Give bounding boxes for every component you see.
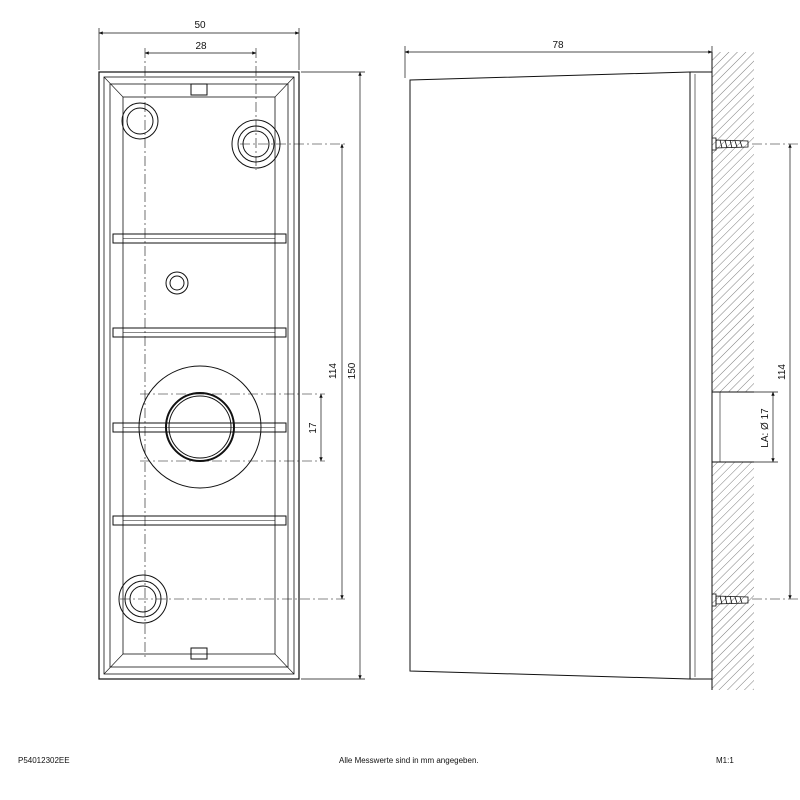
rib-3 [112, 422, 287, 433]
housing-frame-inner-1 [103, 76, 295, 675]
center-lines [120, 48, 345, 660]
boss-top-left [121, 102, 159, 140]
dim-label-la-17: LA: Ø 17 [760, 408, 771, 448]
bottom-tab [190, 647, 208, 660]
top-tab [190, 83, 208, 96]
cable-entry-hole [138, 365, 262, 489]
rib-2 [112, 327, 287, 338]
dim-label-114-side: 114 [777, 364, 788, 380]
small-boss [165, 271, 189, 295]
screw-bottom [711, 593, 749, 607]
dim-cable-entry [754, 391, 778, 463]
dim-label-50: 50 [194, 20, 206, 31]
article-number: P54012302EE [18, 756, 70, 765]
front-view [98, 28, 365, 680]
dim-label-150: 150 [347, 362, 358, 379]
rib-1 [112, 233, 287, 244]
dim-label-17: 17 [308, 422, 319, 434]
dim-depth-78 [404, 46, 713, 78]
dim-label-28: 28 [195, 41, 207, 52]
measurement-note: Alle Messwerte sind in mm angegeben. [339, 756, 479, 765]
dim-label-78: 78 [552, 40, 564, 51]
scale-label: M1:1 [716, 756, 734, 765]
wall-section [711, 52, 754, 690]
housing-cavity [122, 96, 276, 655]
dim-height-150 [301, 71, 365, 680]
housing-frame-inner-2 [109, 83, 289, 668]
dim-label-114-front: 114 [328, 363, 339, 379]
housing-outer-frame [98, 71, 300, 680]
screw-top [711, 137, 749, 151]
rib-4 [112, 515, 287, 526]
dim-width-50 [98, 28, 300, 70]
side-center-lines [752, 143, 800, 600]
housing-side-body [409, 71, 713, 680]
side-view [404, 46, 800, 690]
